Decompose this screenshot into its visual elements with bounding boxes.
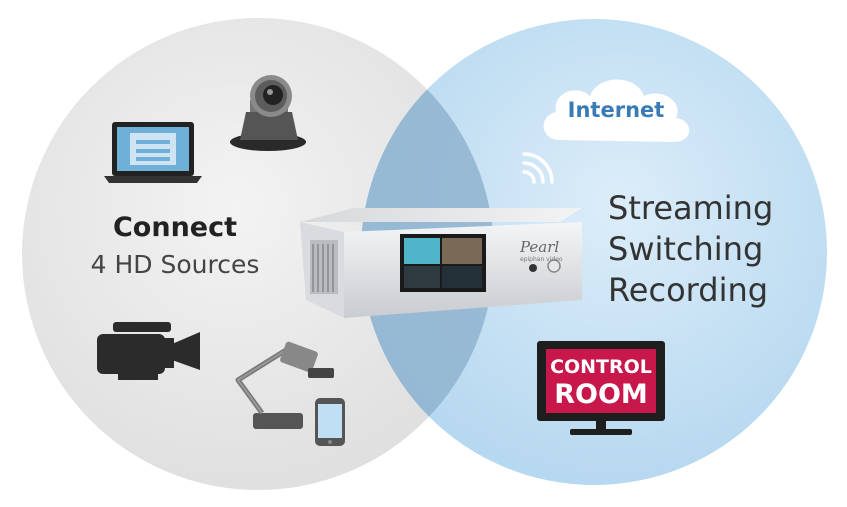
laptop-icon bbox=[104, 122, 202, 183]
wifi-icon bbox=[522, 152, 554, 184]
capability-switching: Switching bbox=[608, 230, 764, 268]
control-room-line1: CONTROL bbox=[550, 356, 652, 378]
control-room-screen: CONTROL ROOM bbox=[546, 349, 656, 413]
document-camera-icon bbox=[235, 341, 334, 429]
vent-grille bbox=[310, 240, 338, 294]
capability-recording: Recording bbox=[608, 271, 769, 309]
device-brand-logo: Pearl bbox=[520, 238, 560, 256]
outputs-circle bbox=[361, 19, 827, 485]
video-camera-icon bbox=[97, 322, 200, 380]
connect-subtitle: 4 HD Sources bbox=[90, 250, 260, 279]
connect-title: Connect bbox=[112, 212, 238, 243]
ptz-camera-icon bbox=[230, 75, 306, 151]
device-maker-label: epiphan video bbox=[520, 256, 563, 263]
smartphone-icon bbox=[315, 398, 345, 446]
capabilities-list: Streaming Switching Recording bbox=[608, 188, 773, 311]
internet-label: Internet bbox=[567, 98, 665, 122]
control-room-line2: ROOM bbox=[554, 379, 648, 410]
encoder-device bbox=[300, 208, 582, 318]
capability-streaming: Streaming bbox=[608, 189, 774, 227]
cloud-icon bbox=[543, 79, 690, 142]
